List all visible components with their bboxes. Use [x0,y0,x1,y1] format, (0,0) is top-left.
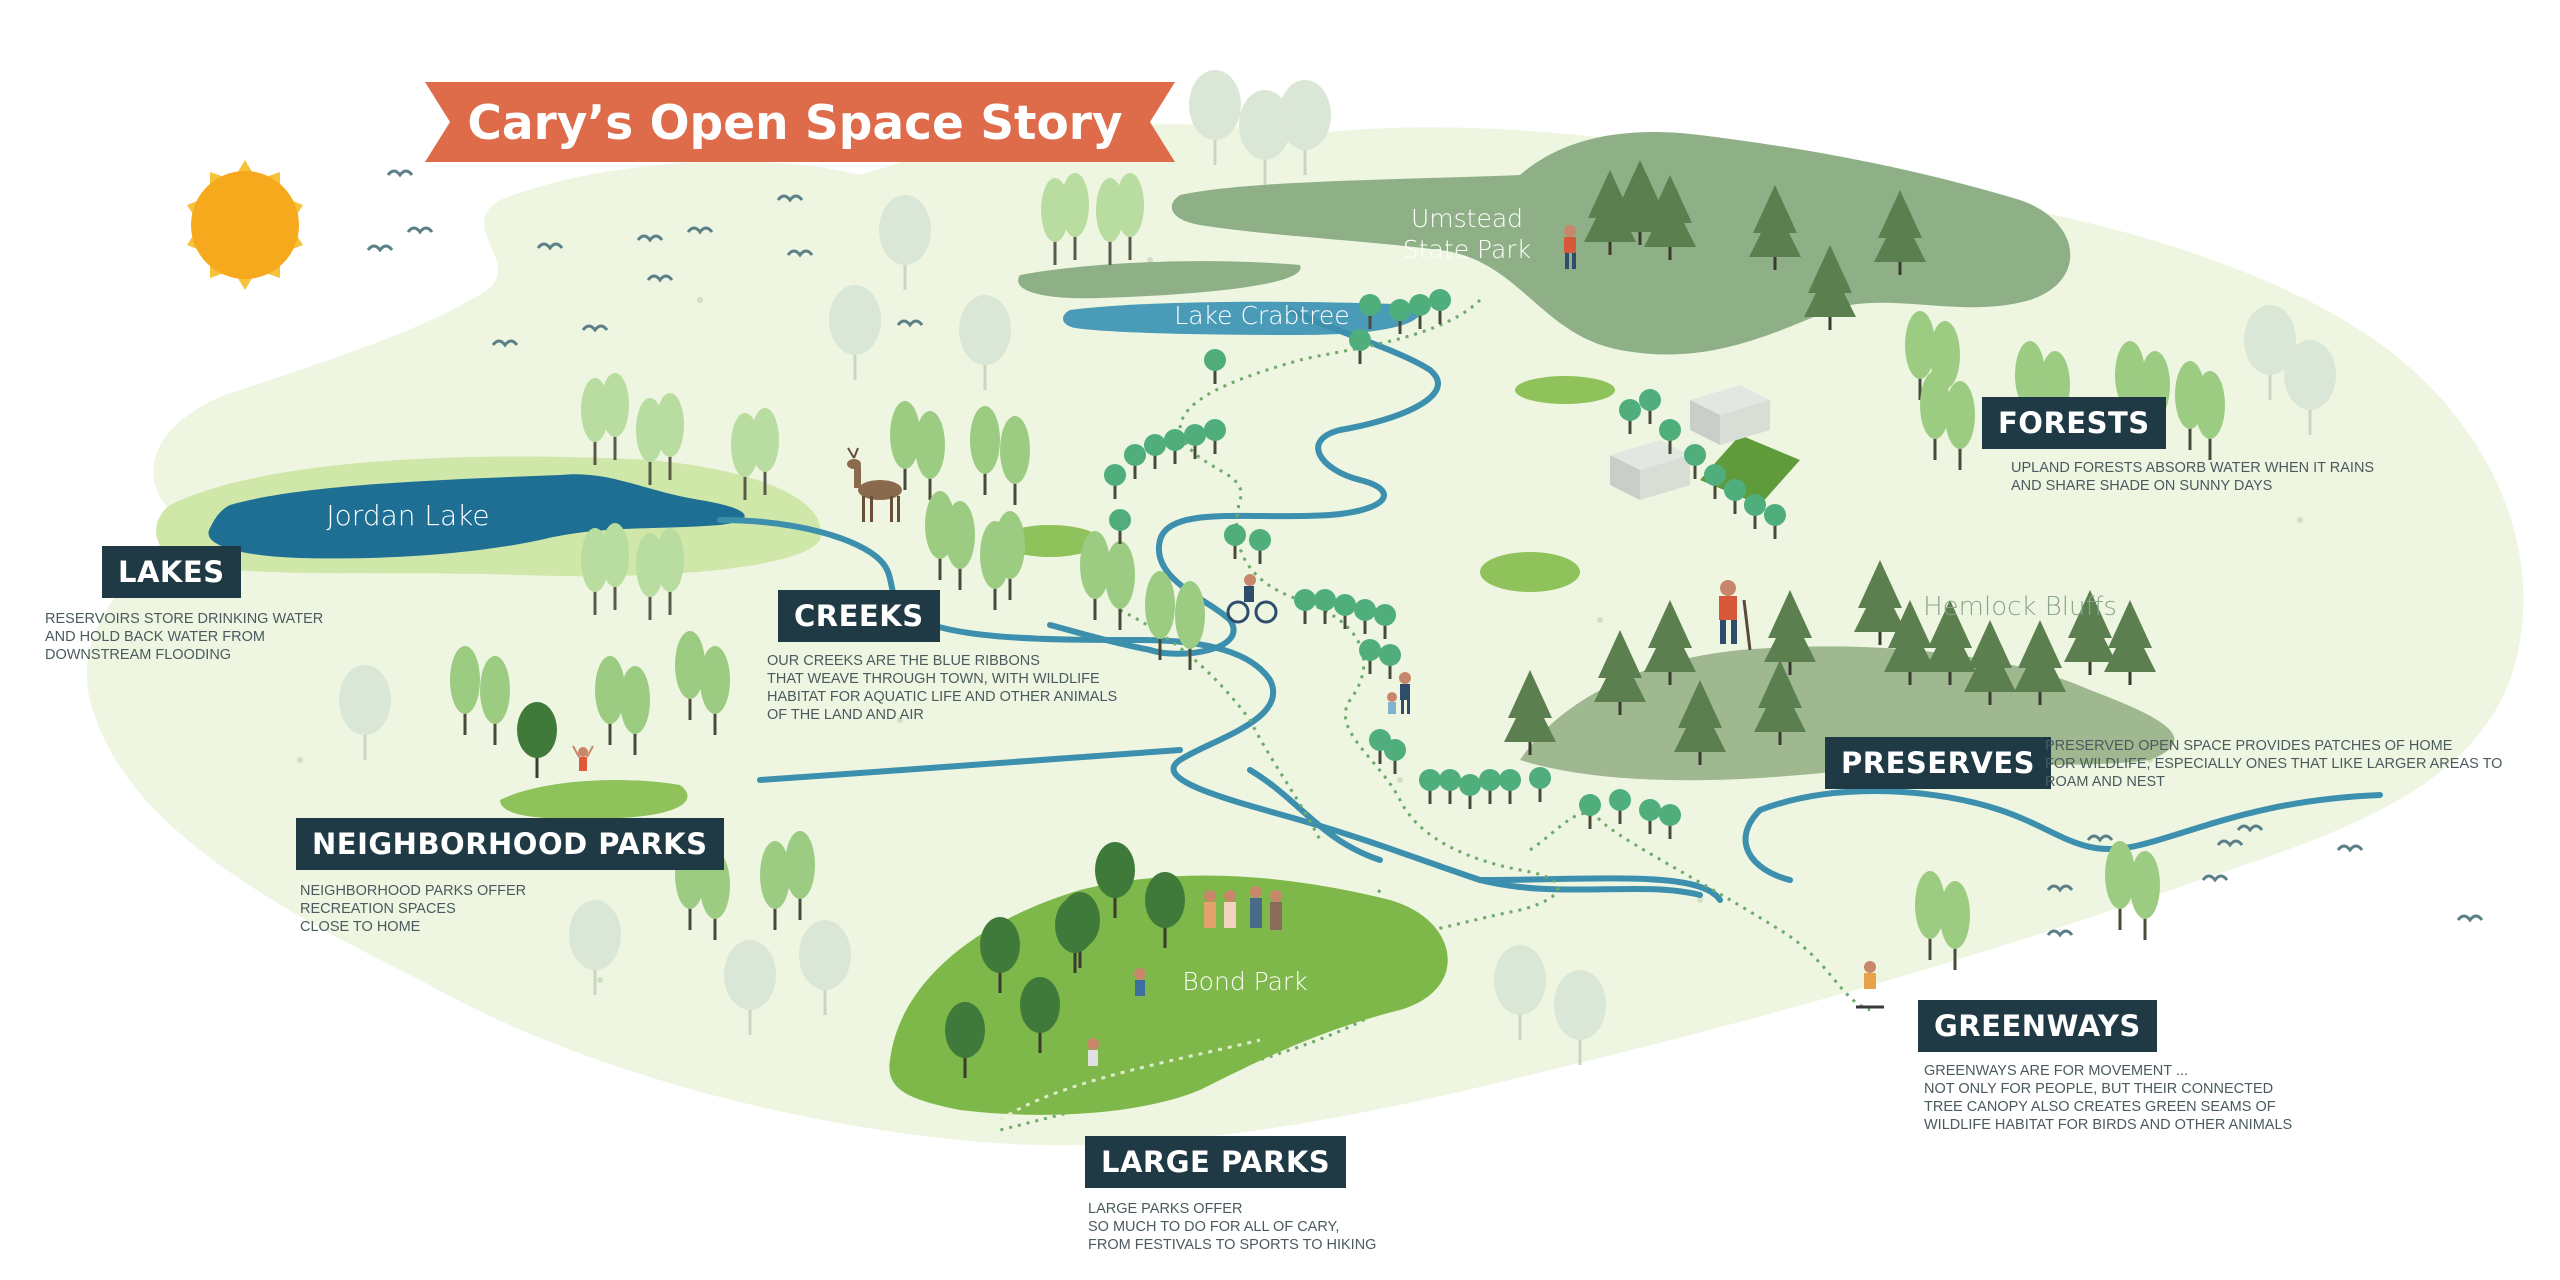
child-icon [1387,692,1397,714]
forests-description: UPLAND FORESTS ABSORB WATER WHEN IT RAIN… [2011,459,2374,495]
description-line: PRESERVED OPEN SPACE PROVIDES PATCHES OF… [2045,738,2453,754]
description-line: WILDLIFE HABITAT FOR BIRDS AND OTHER ANI… [1924,1117,2293,1133]
building-icon [1690,385,1770,445]
description-line: TREE CANOPY ALSO CREATES GREEN SEAMS OF [1924,1099,2276,1115]
creeks-description: OUR CREEKS ARE THE BLUE RIBBONS THAT WEA… [767,652,1117,724]
description-line: NOT ONLY FOR PEOPLE, BUT THEIR CONNECTED [1924,1081,2274,1097]
description-line: HABITAT FOR AQUATIC LIFE AND OTHER ANIMA… [767,689,1118,705]
scooter-rider-icon [1856,961,1884,1009]
large-parks-description: LARGE PARKS OFFER SO MUCH TO DO FOR ALL … [1088,1200,1376,1254]
jordan-lake-water [208,474,745,559]
large-parks-label: LARGE PARKS [1085,1136,1347,1188]
preserves-label: PRESERVES [1825,737,2052,789]
neighborhood-park-lawn [500,780,688,819]
bond-park-lawn [889,875,1448,1115]
preserves-description: PRESERVED OPEN SPACE PROVIDES PATCHES OF… [2045,737,2502,791]
hiker-icon [1564,225,1576,269]
description-line: NEIGHBORHOOD PARKS OFFER [300,883,527,899]
place-label-bond-park: Bond Park [1182,967,1307,996]
description-line: THAT WEAVE THROUGH TOWN, WITH WILDLIFE [767,671,1100,687]
description-line: UPLAND FORESTS ABSORB WATER WHEN IT RAIN… [2011,460,2375,476]
title-banner: Cary’s Open Space Story [425,82,1175,162]
cyclist-icon [1226,574,1278,624]
greenways-label: GREENWAYS [1918,1000,2157,1052]
description-line: OF THE LAND AND AIR [767,707,924,723]
small-park [1000,525,1100,557]
description-line: DOWNSTREAM FLOODING [45,647,232,663]
place-label-umstead-line1: Umstead [1411,204,1523,233]
creeks-label: CREEKS [778,590,940,642]
deer-icon [847,447,902,522]
description-line: FOR WILDLIFE, ESPECIALLY ONES THAT LIKE … [2045,756,2503,772]
place-label-jordan-lake: Jordan Lake [326,499,489,532]
place-label-lake-crabtree: Lake Crabtree [1174,301,1349,330]
place-label-hemlock-bluffs: Hemlock Bluffs [1923,592,2117,622]
texture-dots [297,257,2303,1043]
description-line: SO MUCH TO DO FOR ALL OF CARY, [1088,1219,1340,1235]
runner-icon [1134,968,1146,996]
description-line: LARGE PARKS OFFER [1088,1201,1243,1217]
description-line: OUR CREEKS ARE THE BLUE RIBBONS [767,653,1040,669]
group-of-people-icon [1204,886,1282,930]
neighborhood-parks-label: NEIGHBORHOOD PARKS [296,818,724,870]
map-title: Cary’s Open Space Story [467,96,1122,151]
description-line: RECREATION SPACES [300,901,456,917]
runner-icon [1087,1038,1099,1066]
hiker-icon [1719,580,1752,651]
sun-icon [187,160,303,290]
small-park [1515,376,1615,404]
greenways-description: GREENWAYS ARE FOR MOVEMENT ... NOT ONLY … [1924,1062,2292,1134]
neighborhood-parks-description: NEIGHBORHOOD PARKS OFFER RECREATION SPAC… [300,882,526,936]
place-label-umstead-line2: State Park [1403,235,1531,264]
description-line: FROM FESTIVALS TO SPORTS TO HIKING [1088,1237,1377,1253]
description-line: CLOSE TO HOME [300,919,421,935]
lakes-description: RESERVOIRS STORE DRINKING WATER AND HOLD… [45,610,323,664]
small-park [1480,552,1580,592]
description-line: RESERVOIRS STORE DRINKING WATER [45,611,324,627]
description-line: AND SHARE SHADE ON SUNNY DAYS [2011,478,2273,494]
description-line: AND HOLD BACK WATER FROM [45,629,265,645]
description-line: GREENWAYS ARE FOR MOVEMENT ... [1924,1063,2188,1079]
lakes-label: LAKES [102,546,241,598]
person-icon [572,745,594,771]
forests-label: FORESTS [1982,397,2166,449]
description-line: ROAM AND NEST [2045,774,2166,790]
creek-network [717,307,2383,903]
walker-icon [1399,672,1411,714]
